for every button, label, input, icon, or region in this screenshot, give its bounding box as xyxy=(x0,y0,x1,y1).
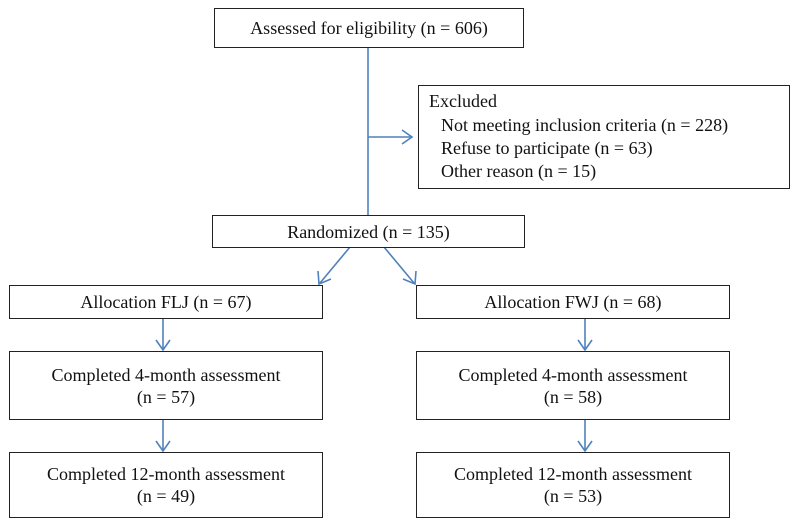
assessed-label: Assessed for eligibility (n = 606) xyxy=(250,18,488,38)
flj-month4-n: (n = 57) xyxy=(136,386,196,407)
fwj-month4-box: Completed 4-month assessment (n = 58) xyxy=(416,351,730,420)
flj-month12-label: Completed 12-month assessment xyxy=(47,464,285,484)
arrowhead-flj xyxy=(317,270,332,286)
fwj-month4-n: (n = 58) xyxy=(543,386,603,407)
excluded-reason-inclusion: Not meeting inclusion criteria (n = 228) xyxy=(441,115,729,135)
randomized-label: Randomized (n = 135) xyxy=(287,221,450,242)
arrowhead-excluded xyxy=(401,129,414,145)
randomized-box: Randomized (n = 135) xyxy=(212,215,525,248)
arrowhead-fwj-month12 xyxy=(577,440,593,453)
allocation-flj-box: Allocation FLJ (n = 67) xyxy=(9,285,323,319)
arrowhead-flj-month4 xyxy=(155,339,171,352)
connector-to-flj xyxy=(319,246,351,284)
excluded-reason-refuse: Refuse to participate (n = 63) xyxy=(441,138,653,158)
excluded-reason-other: Other reason (n = 15) xyxy=(441,161,597,181)
allocation-fwj-box: Allocation FWJ (n = 68) xyxy=(416,285,730,319)
assessed-box: Assessed for eligibility (n = 606) xyxy=(214,8,524,48)
excluded-title: Excluded xyxy=(429,91,497,111)
flj-month4-label: Completed 4-month assessment xyxy=(51,364,281,385)
fwj-month12-n: (n = 53) xyxy=(543,486,603,506)
flj-month12-n: (n = 49) xyxy=(136,486,196,506)
allocation-flj-label: Allocation FLJ (n = 67) xyxy=(80,292,252,312)
arrowhead-fwj xyxy=(402,270,417,286)
allocation-fwj-label: Allocation FWJ (n = 68) xyxy=(484,292,662,312)
flj-month12-box: Completed 12-month assessment (n = 49) xyxy=(9,452,323,518)
fwj-month12-box: Completed 12-month assessment (n = 53) xyxy=(416,452,730,518)
excluded-box: Excluded Not meeting inclusion criteria … xyxy=(418,85,790,189)
arrowhead-fwj-month4 xyxy=(577,339,593,352)
fwj-month12-label: Completed 12-month assessment xyxy=(454,464,692,484)
arrowhead-flj-month12 xyxy=(155,440,171,453)
fwj-month4-label: Completed 4-month assessment xyxy=(458,364,688,385)
flj-month4-box: Completed 4-month assessment (n = 57) xyxy=(9,351,323,420)
connector-to-fwj xyxy=(383,246,415,284)
